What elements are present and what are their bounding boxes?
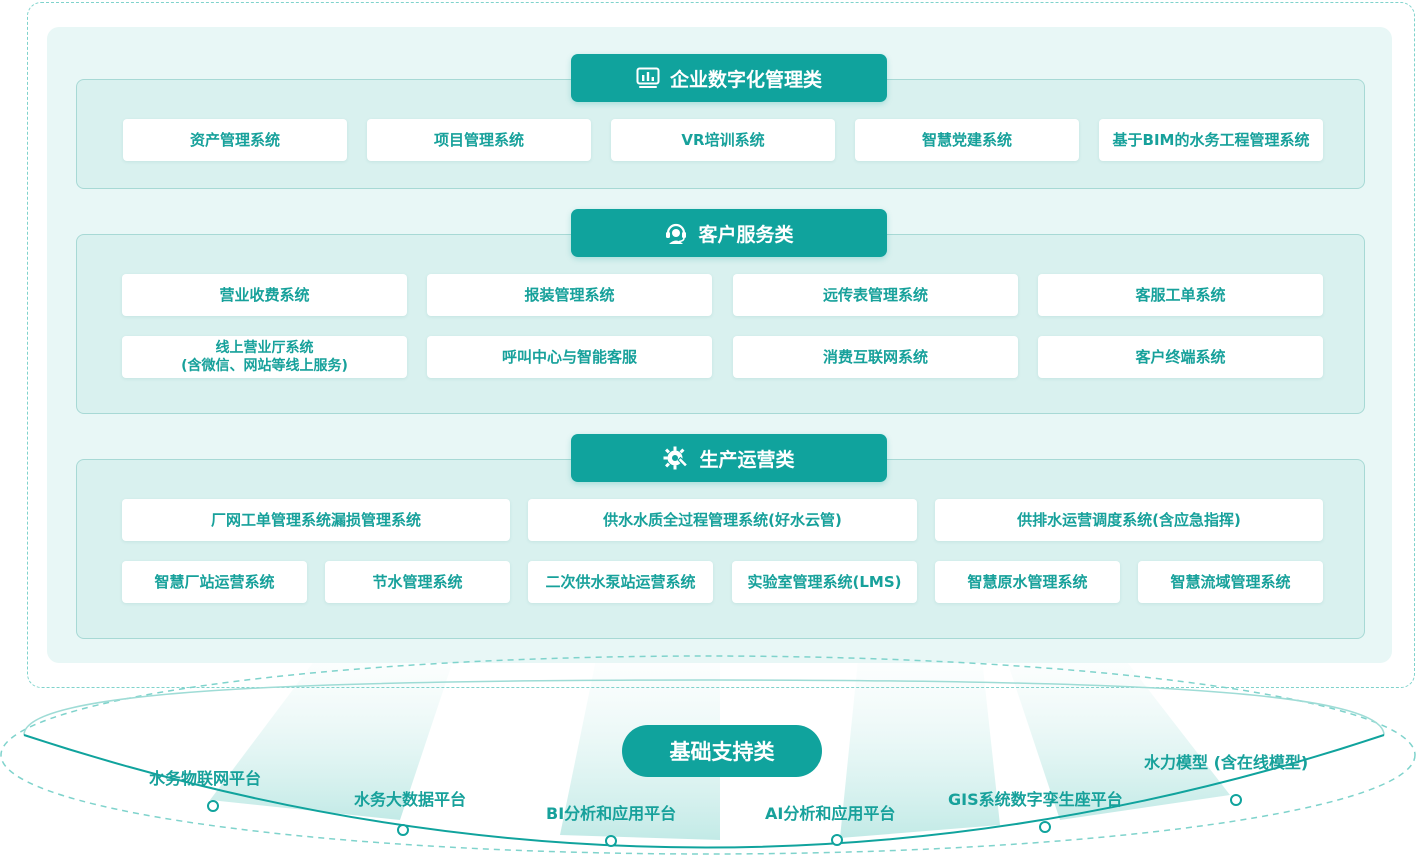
system-card[interactable]: 营业收费系统 [122,274,407,316]
system-card[interactable]: 报装管理系统 [427,274,712,316]
section-title-text: 生产运营类 [699,448,795,471]
foundation-title: 基础支持类 [622,725,822,777]
dashboard-monitor-icon [636,67,660,88]
system-card[interactable]: 节水管理系统 [325,561,510,603]
system-card[interactable]: 二次供水泵站运营系统 [528,561,713,603]
system-card[interactable]: 厂网工单管理系统漏损管理系统 [122,499,510,541]
platform-label[interactable]: 水务物联网平台 [149,769,262,788]
section-customer-title: 客户服务类 [571,209,887,257]
system-card[interactable]: 实验室管理系统(LMS) [732,561,917,603]
system-card[interactable]: 呼叫中心与智能客服 [427,336,712,378]
gear-wrench-icon [663,446,689,470]
system-card[interactable]: 基于BIM的水务工程管理系统 [1099,119,1323,161]
system-card[interactable]: 智慧党建系统 [855,119,1079,161]
platform-label[interactable]: 水务大数据平台 [354,790,467,809]
system-card[interactable]: 远传表管理系统 [733,274,1018,316]
platform-label[interactable]: BI分析和应用平台 [546,804,677,823]
platform-label[interactable]: AI分析和应用平台 [765,804,896,823]
system-card[interactable]: 客服工单系统 [1038,274,1323,316]
system-card[interactable]: VR培训系统 [611,119,835,161]
section-production-box [76,459,1365,639]
system-card[interactable]: 供水水质全过程管理系统(好水云管) [528,499,917,541]
system-card[interactable]: 项目管理系统 [367,119,591,161]
platform-label[interactable]: GIS系统数字孪生座平台 [948,790,1123,809]
system-card[interactable]: 智慧厂站运营系统 [122,561,307,603]
system-card[interactable]: 智慧流域管理系统 [1138,561,1323,603]
system-card[interactable]: 智慧原水管理系统 [935,561,1120,603]
system-card[interactable]: 供排水运营调度系统(含应急指挥) [935,499,1323,541]
system-card[interactable]: 线上营业厅系统 (含微信、网站等线上服务) [122,336,407,378]
section-production-title: 生产运营类 [571,434,887,482]
section-title-text: 企业数字化管理类 [669,68,822,91]
section-title-text: 客户服务类 [698,223,794,246]
platform-label[interactable]: 水力模型 (含在线模型) [1144,753,1309,772]
system-card[interactable]: 客户终端系统 [1038,336,1323,378]
card-line: (含微信、网站等线上服务) [181,358,348,374]
card-line: 线上营业厅系统 [215,340,314,356]
section-customer-box [76,234,1365,414]
system-card[interactable]: 消费互联网系统 [733,336,1018,378]
customer-service-headset-icon [666,223,687,244]
system-card[interactable]: 资产管理系统 [123,119,347,161]
section-enterprise-title: 企业数字化管理类 [571,54,887,102]
